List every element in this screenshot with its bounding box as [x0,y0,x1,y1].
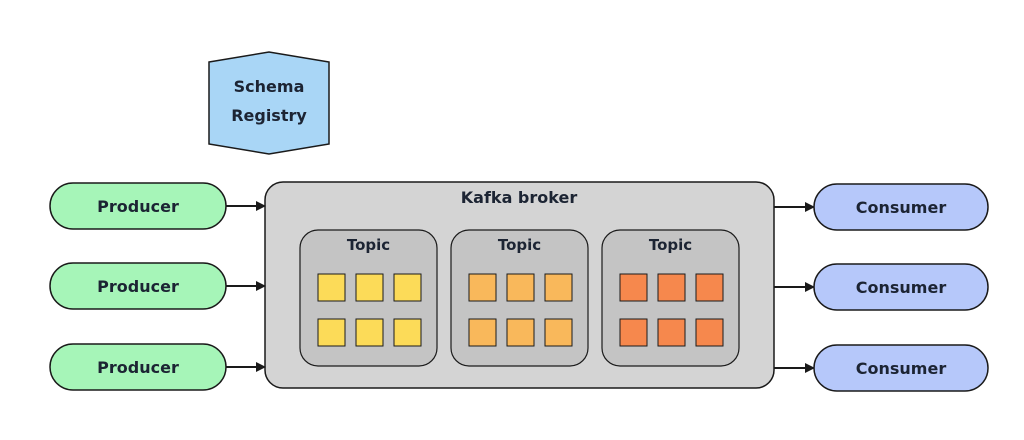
topic-label: Topic [649,236,692,254]
consumer-pill [813,183,989,231]
topic: Topic [450,229,589,367]
partition-square [506,273,535,302]
consumer-pill [813,344,989,392]
partition-square [619,273,648,302]
partition-square [468,273,497,302]
partition-square [506,318,535,347]
kafka-broker-title: Kafka broker [461,188,578,207]
partition-square [393,318,422,347]
consumer-label: Consumer [856,278,947,297]
partition-square [657,318,686,347]
partition-square [695,318,724,347]
producer-label: Producer [97,277,179,296]
topics: Topic Topic Topic [299,229,740,367]
producer-label: Producer [97,197,179,216]
partition-square [657,273,686,302]
partition-square [695,273,724,302]
topic: Topic [601,229,740,367]
producer-label: Producer [97,358,179,377]
schema-registry: Schema Registry [208,51,330,155]
topic: Topic [299,229,438,367]
partition-square [393,273,422,302]
consumer-label: Consumer [856,198,947,217]
consumer: Consumer [774,344,989,392]
partition-square [544,318,573,347]
producer: Producer [49,182,266,230]
consumer: Consumer [774,263,989,311]
topic-label: Topic [347,236,390,254]
schema-registry-label-line1: Schema [234,77,305,96]
partition-square [317,273,346,302]
partition-square [619,318,648,347]
consumer-pill [813,263,989,311]
partition-square [468,318,497,347]
partition-square [317,318,346,347]
schema-registry-shape [208,51,330,155]
partition-square [355,318,384,347]
producer: Producer [49,262,266,310]
consumer-label: Consumer [856,359,947,378]
partition-square [544,273,573,302]
partition-square [355,273,384,302]
schema-registry-label-line2: Registry [231,106,307,125]
topic-label: Topic [498,236,541,254]
producer: Producer [49,343,266,391]
consumer: Consumer [774,183,989,231]
